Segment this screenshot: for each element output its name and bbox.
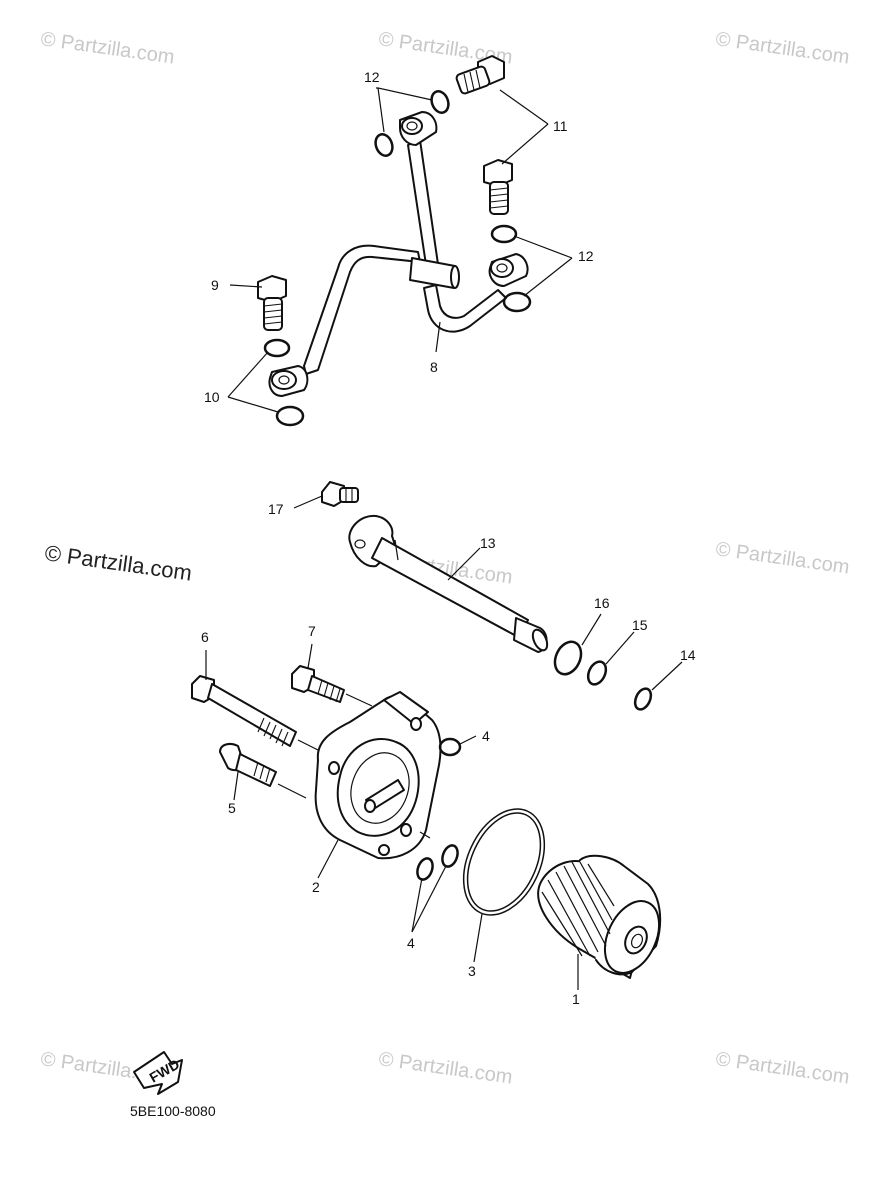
watermark-bottom-center: © Partzilla.com	[377, 1048, 514, 1089]
callout-10: 10	[204, 389, 220, 405]
callout-6: 6	[201, 629, 209, 645]
callout-12-top: 12	[364, 69, 380, 85]
watermark-mid-right: © Partzilla.com	[714, 538, 851, 579]
gasket-12-group	[374, 90, 532, 313]
oil-filter-housing-2	[314, 691, 442, 860]
callout-3: 3	[468, 963, 476, 979]
oil-pipe-13	[348, 514, 549, 653]
callout-2: 2	[312, 879, 320, 895]
union-bolt-9	[257, 275, 287, 331]
bolt-5	[219, 743, 277, 787]
union-bolt-11-upper	[455, 55, 505, 95]
callout-labels: 12 11 12 9 8 10 17 13 16 15 14 6 7 4 5 2…	[201, 69, 696, 1007]
callout-16: 16	[594, 595, 610, 611]
assembly-lines	[277, 693, 373, 799]
banjo-eye-left	[268, 365, 309, 397]
oil-filter-element-1	[537, 854, 662, 979]
callout-14: 14	[680, 647, 696, 663]
watermark-top-right: © Partzilla.com	[714, 28, 851, 69]
callout-12-right: 12	[578, 248, 594, 264]
callout-15: 15	[632, 617, 648, 633]
banjo-eye-right	[488, 253, 529, 287]
callout-4-right: 4	[482, 728, 490, 744]
o-ring-3	[462, 808, 546, 916]
watermark-top-left: © Partzilla.com	[39, 28, 176, 69]
bolt-6	[191, 675, 297, 747]
bolt-7	[291, 665, 345, 703]
diagram-code: 5BE100-8080	[130, 1103, 216, 1119]
watermark-main: © Partzilla.com	[43, 540, 193, 585]
banjo-eye-top	[399, 111, 438, 146]
watermark-bottom-right: © Partzilla.com	[714, 1048, 851, 1089]
callout-11: 11	[553, 118, 568, 134]
gasket-10-group	[263, 338, 305, 427]
callout-4-bottom: 4	[407, 935, 415, 951]
callout-5: 5	[228, 800, 236, 816]
callout-8: 8	[430, 359, 438, 375]
union-bolt-11-lower	[483, 159, 513, 215]
bolt-17	[321, 481, 359, 507]
oil-delivery-pipe	[303, 139, 507, 375]
o-rings-14-15-16	[553, 640, 653, 711]
fwd-arrow-icon: FWD	[133, 1051, 183, 1095]
watermarks: © Partzilla.com © Partzilla.com © Partzi…	[39, 28, 851, 1089]
callout-17: 17	[268, 501, 284, 517]
callout-1: 1	[572, 991, 580, 1007]
callout-7: 7	[308, 623, 316, 639]
leaders-middle	[293, 495, 683, 691]
callout-13: 13	[480, 535, 496, 551]
leaders-bottom	[205, 643, 579, 990]
leaders-top	[227, 87, 573, 413]
callout-9: 9	[211, 277, 219, 293]
